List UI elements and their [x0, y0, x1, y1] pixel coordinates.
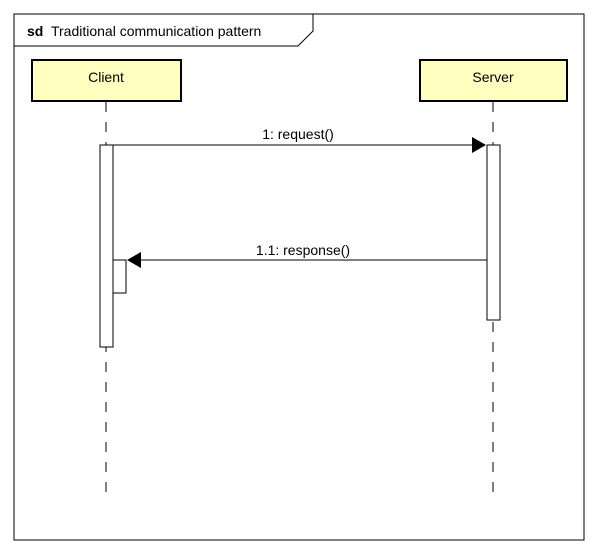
frame-title: sd Traditional communication pattern: [27, 23, 261, 39]
message-response[interactable]: 1.1: response(): [127, 242, 487, 268]
message-request-label: 1: request(): [262, 126, 334, 142]
lifeline-head-server[interactable]: [419, 59, 568, 102]
lifeline-label-server: Server: [472, 69, 514, 85]
frame-keyword: sd: [27, 23, 43, 39]
frame-title-text: Traditional communication pattern: [51, 23, 261, 39]
lifeline-server: Server: [419, 59, 568, 500]
message-request-arrowhead: [472, 137, 486, 153]
activation-bar-server[interactable]: [486, 144, 501, 321]
message-request[interactable]: 1: request(): [113, 126, 486, 153]
activation-bar-client[interactable]: [99, 144, 114, 348]
message-response-label: 1.1: response(): [256, 242, 350, 258]
lifeline-label-client: Client: [88, 69, 124, 85]
frame-title-tab: [13, 13, 314, 47]
message-response-arrowhead: [127, 252, 141, 268]
activation-bar-client-nested[interactable]: [112, 259, 127, 294]
lifeline-head-client[interactable]: [31, 59, 182, 102]
